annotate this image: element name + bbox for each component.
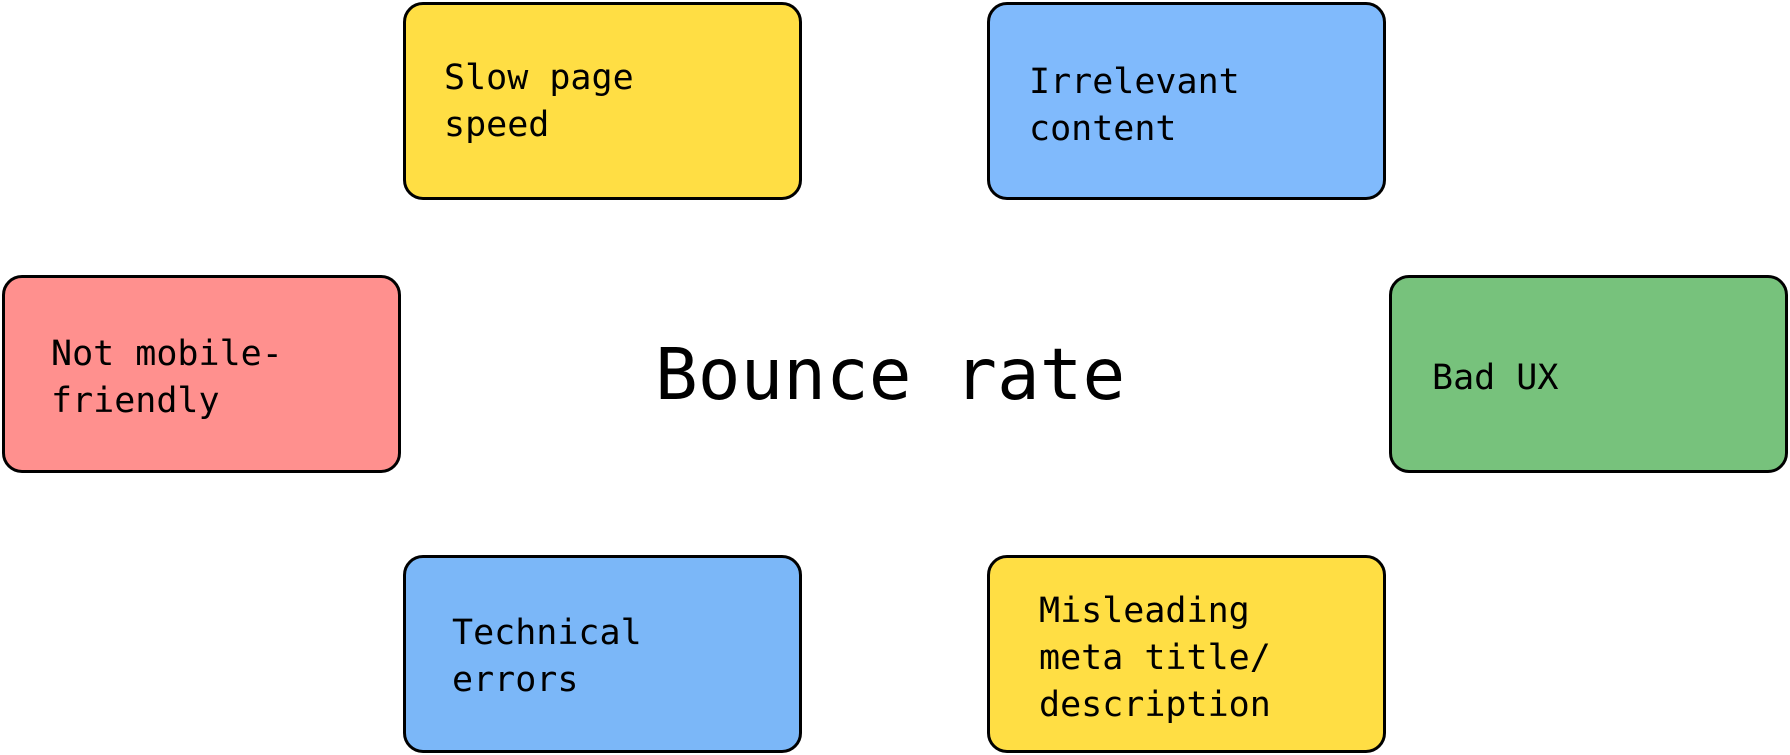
cause-label-irrelevant-content: Irrelevant content [1029, 62, 1240, 149]
cause-card-irrelevant-content[interactable]: Irrelevant content [987, 2, 1386, 200]
cause-label-not-mobile-friendly: Not mobile- friendly [51, 334, 283, 421]
central-topic-label: Bounce rate [655, 333, 1126, 416]
cause-label-misleading-meta: Misleading meta title/ description [1039, 591, 1271, 725]
cause-card-technical-errors[interactable]: Technical errors [403, 555, 802, 753]
cause-label-bad-ux: Bad UX [1432, 358, 1559, 398]
cause-card-slow-page-speed[interactable]: Slow page speed [403, 2, 802, 200]
cause-card-bad-ux[interactable]: Bad UX [1389, 275, 1788, 473]
cause-label-slow-page-speed: Slow page speed [444, 58, 634, 145]
cause-card-misleading-meta[interactable]: Misleading meta title/ description [987, 555, 1386, 753]
cause-card-not-mobile-friendly[interactable]: Not mobile- friendly [2, 275, 401, 473]
cause-label-technical-errors: Technical errors [452, 613, 642, 700]
